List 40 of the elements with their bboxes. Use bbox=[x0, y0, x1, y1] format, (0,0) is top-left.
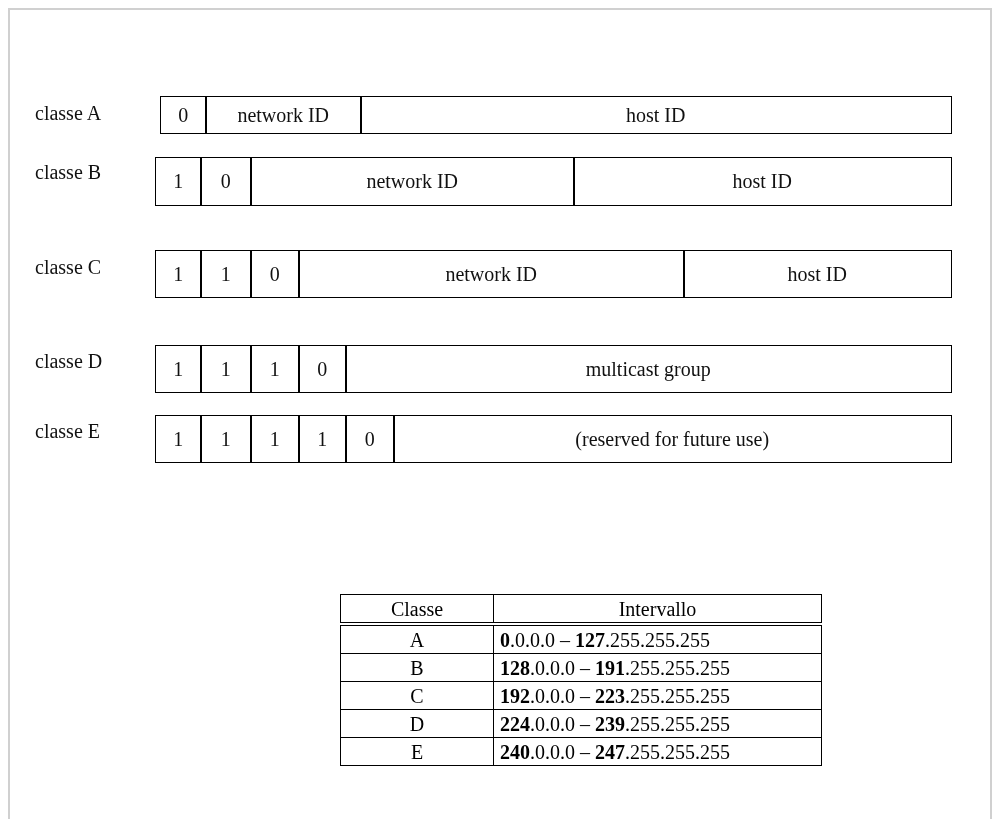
header-cell: Intervallo bbox=[493, 594, 822, 624]
table-cell: D bbox=[340, 709, 494, 738]
bit-field: network ID bbox=[205, 96, 362, 134]
row-label: classe E bbox=[35, 420, 100, 443]
bit-field: 0 bbox=[200, 157, 252, 206]
bit-field: 1 bbox=[298, 415, 347, 463]
bit-field: 1 bbox=[155, 345, 202, 393]
bit-field: 0 bbox=[160, 96, 207, 134]
bit-field: 1 bbox=[200, 415, 252, 463]
bit-field: host ID bbox=[683, 250, 952, 298]
row-label: classe D bbox=[35, 350, 103, 373]
row-label: classe B bbox=[35, 161, 102, 184]
bit-field: 0 bbox=[298, 345, 347, 393]
bit-field: 1 bbox=[250, 415, 300, 463]
bit-field: 1 bbox=[200, 250, 252, 298]
table-cell: E bbox=[340, 737, 494, 766]
table-cell: 240.0.0.0 – 247.255.255.255 bbox=[493, 737, 822, 766]
bit-field: host ID bbox=[573, 157, 952, 206]
bit-field: 0 bbox=[250, 250, 300, 298]
row-label: classe A bbox=[35, 102, 102, 125]
bit-field: 1 bbox=[155, 250, 202, 298]
header-cell: Classe bbox=[340, 594, 494, 624]
table-cell: 192.0.0.0 – 223.255.255.255 bbox=[493, 681, 822, 710]
bit-field: multicast group bbox=[345, 345, 952, 393]
bit-field: 1 bbox=[250, 345, 300, 393]
bit-field: host ID bbox=[360, 96, 952, 134]
bit-field: network ID bbox=[250, 157, 575, 206]
bit-field: 0 bbox=[345, 415, 395, 463]
table-cell: 0.0.0.0 – 127.255.255.255 bbox=[493, 624, 822, 654]
bit-field: 1 bbox=[200, 345, 252, 393]
bit-field: network ID bbox=[298, 250, 685, 298]
row-label: classe C bbox=[35, 256, 102, 279]
table-cell: 224.0.0.0 – 239.255.255.255 bbox=[493, 709, 822, 738]
table-cell: B bbox=[340, 653, 494, 682]
table-cell: C bbox=[340, 681, 494, 710]
bit-field: (reserved for future use) bbox=[393, 415, 952, 463]
table-cell: 128.0.0.0 – 191.255.255.255 bbox=[493, 653, 822, 682]
bit-field: 1 bbox=[155, 415, 202, 463]
bit-field: 1 bbox=[155, 157, 202, 206]
table-cell: A bbox=[340, 624, 494, 654]
